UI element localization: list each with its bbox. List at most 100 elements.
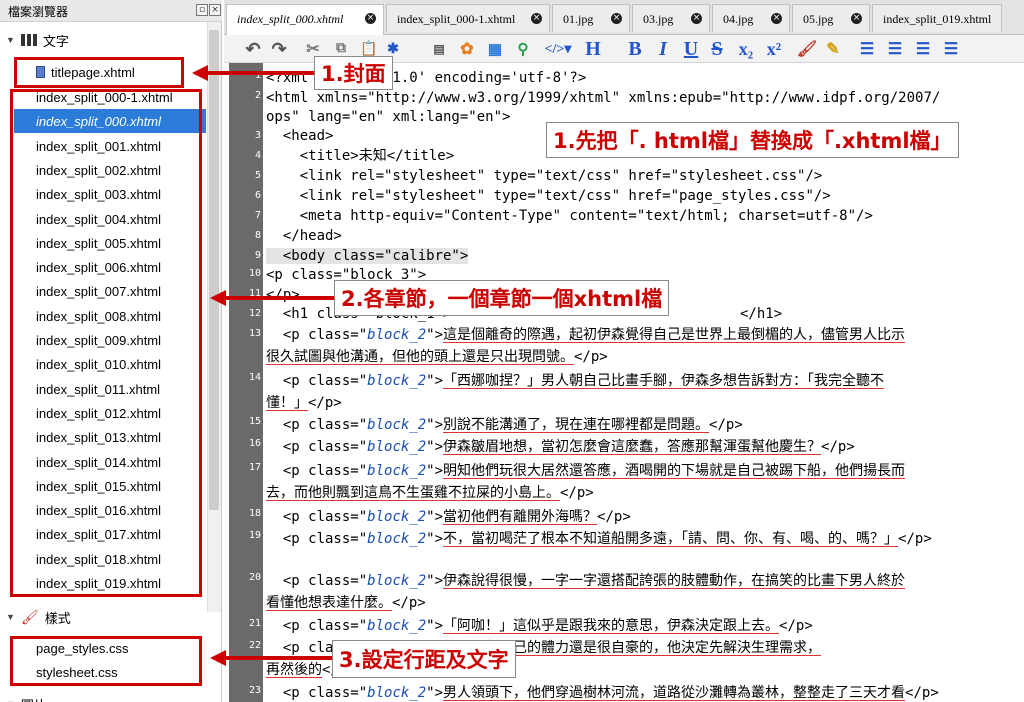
tab-close-icon[interactable]: ×: [851, 13, 862, 24]
collapse-triangle-icon[interactable]: ▼: [6, 699, 15, 702]
tab-5[interactable]: 04.jpg×: [712, 4, 790, 32]
code-line-21: <p class="block_2">「阿咖！」這似乎是跟我來的意思，伊森決定跟…: [266, 616, 1020, 636]
tab-close-icon[interactable]: ×: [611, 13, 622, 24]
file-item-label: index_split_008.xhtml: [36, 308, 162, 324]
paragraph-text: 懂！」: [266, 395, 308, 411]
tab-7[interactable]: index_split_019.xhtml: [872, 4, 1002, 32]
superscript-button[interactable]: x²: [766, 38, 782, 59]
tab-close-icon[interactable]: ×: [531, 13, 542, 24]
tab-close-icon[interactable]: ×: [771, 13, 782, 24]
bold-button[interactable]: B: [628, 37, 642, 60]
align-right-icon[interactable]: ☰: [915, 41, 931, 58]
tab-1[interactable]: index_split_000.xhtml×: [226, 4, 384, 35]
file-item-3[interactable]: index_split_001.xhtml: [14, 134, 206, 158]
code-line-2b: ops" lang="en" xml:lang="en">: [266, 109, 511, 125]
file-item-7[interactable]: index_split_005.xhtml: [14, 231, 206, 255]
file-item-9[interactable]: index_split_007.xhtml: [14, 279, 206, 303]
underline-button[interactable]: U: [683, 37, 699, 60]
tab-4[interactable]: 03.jpg×: [632, 4, 710, 32]
group-images[interactable]: ▼ 圖片: [6, 694, 47, 702]
line-number: 2: [254, 90, 261, 101]
code-editor[interactable]: [263, 63, 1024, 702]
cut-icon[interactable]: ✂: [306, 41, 320, 58]
file-item-5[interactable]: index_split_003.xhtml: [14, 182, 206, 206]
file-item-13[interactable]: index_split_011.xhtml: [14, 377, 206, 401]
code-line-13-cont: 很久試圖與他溝通，但他的頭上還是只出現問號。</p>: [266, 347, 1020, 367]
file-item-21[interactable]: index_split_019.xhtml: [14, 571, 206, 595]
highlight-icon[interactable]: ✎: [826, 41, 840, 58]
insert-image-icon[interactable]: ▦: [487, 41, 503, 58]
file-item-14[interactable]: index_split_012.xhtml: [14, 401, 206, 425]
tab-label: index_split_000-1.xhtml: [397, 12, 516, 26]
insert-tag-icon[interactable]: ✿: [460, 41, 474, 58]
file-item-15[interactable]: index_split_013.xhtml: [14, 425, 206, 449]
file-item-2[interactable]: index_split_000.xhtml: [14, 109, 206, 134]
class-value: block_2: [367, 531, 427, 547]
p-tag-close: ">: [426, 531, 444, 547]
code-line-4: <title>未知</title>: [266, 148, 455, 164]
align-center-icon[interactable]: ☰: [887, 41, 903, 58]
scrollbar-thumb[interactable]: [209, 30, 219, 510]
file-item-4[interactable]: index_split_002.xhtml: [14, 158, 206, 182]
file-item-16[interactable]: index_split_014.xhtml: [14, 450, 206, 474]
file-item-17[interactable]: index_split_015.xhtml: [14, 474, 206, 498]
p-tag-end: </p>: [898, 531, 932, 547]
copy-icon[interactable]: ⧉: [336, 41, 346, 56]
class-value: block_2: [367, 373, 427, 389]
align-justify-icon[interactable]: ☰: [943, 41, 959, 58]
insert-link-icon[interactable]: ⚲: [517, 41, 529, 58]
tab-close-icon[interactable]: ×: [365, 13, 376, 24]
file-item-label: index_split_007.xhtml: [36, 284, 162, 300]
text-color-icon[interactable]: 🖌: [796, 41, 818, 58]
insert-file-icon[interactable]: ▤: [433, 41, 445, 56]
p-tag-open: <p class=": [266, 685, 368, 701]
tab-label: 01.jpg: [563, 12, 594, 26]
file-item-label: stylesheet.css: [36, 665, 118, 680]
group-text[interactable]: ▼ 文字: [6, 30, 69, 50]
close-panel-icon[interactable]: ×: [209, 4, 221, 16]
magic-icon[interactable]: ✱: [387, 41, 399, 57]
undo-icon[interactable]: ↶: [245, 38, 261, 59]
line-number: 20: [248, 572, 261, 583]
tab-3[interactable]: 01.jpg ×: [552, 4, 630, 32]
subscript-button[interactable]: x₂: [738, 38, 754, 59]
float-panel-icon[interactable]: ▫: [196, 4, 208, 16]
file-item-titlepage[interactable]: titlepage.xhtml: [14, 60, 206, 84]
heading-button[interactable]: H: [585, 37, 601, 60]
file-item-10[interactable]: index_split_008.xhtml: [14, 304, 206, 328]
strikethrough-button[interactable]: S: [711, 37, 723, 60]
italic-button[interactable]: I: [659, 37, 667, 60]
file-item-label: index_split_015.xhtml: [36, 478, 162, 494]
collapse-triangle-icon[interactable]: ▼: [6, 35, 15, 45]
p-tag-open: <p class=": [266, 463, 368, 479]
code-icon[interactable]: </>▾: [544, 41, 572, 57]
p-tag-open: <p class=": [266, 439, 368, 455]
align-left-icon[interactable]: ☰: [859, 41, 875, 58]
file-item-label: titlepage.xhtml: [51, 65, 135, 80]
group-styles[interactable]: ▼ 🖌 樣式: [6, 607, 71, 627]
line-number: 15: [248, 416, 261, 427]
file-item-18[interactable]: index_split_016.xhtml: [14, 498, 206, 522]
file-item-19[interactable]: index_split_017.xhtml: [14, 522, 206, 546]
file-item-8[interactable]: index_split_006.xhtml: [14, 255, 206, 279]
paste-icon[interactable]: 📋: [360, 41, 378, 57]
tab-label: index_split_019.xhtml: [883, 12, 992, 26]
line-number: 19: [248, 530, 261, 541]
file-item-stylesheet[interactable]: stylesheet.css: [14, 660, 206, 684]
file-item-6[interactable]: index_split_004.xhtml: [14, 207, 206, 231]
file-item-page-styles[interactable]: page_styles.css: [14, 636, 206, 660]
redo-icon[interactable]: ↷: [271, 38, 287, 59]
file-item-12[interactable]: index_split_010.xhtml: [14, 352, 206, 376]
tab-2[interactable]: index_split_000-1.xhtml ×: [386, 4, 550, 32]
code-line-14: <p class="block_2">「西娜咖捏？」男人朝自己比畫手腳，伊森多想…: [266, 371, 1020, 391]
collapse-triangle-icon[interactable]: ▼: [6, 612, 15, 622]
file-item-20[interactable]: index_split_018.xhtml: [14, 547, 206, 571]
tab-close-icon[interactable]: ×: [691, 13, 702, 24]
file-item-11[interactable]: index_split_009.xhtml: [14, 328, 206, 352]
tab-6[interactable]: 05.jpg×: [792, 4, 870, 32]
file-item-1[interactable]: index_split_000-1.xhtml: [14, 85, 206, 109]
p-tag-open: <p class=": [266, 573, 368, 589]
line-number: 22: [248, 640, 261, 651]
p-tag-end: </p>: [574, 349, 608, 365]
class-value: block_2: [367, 618, 427, 634]
